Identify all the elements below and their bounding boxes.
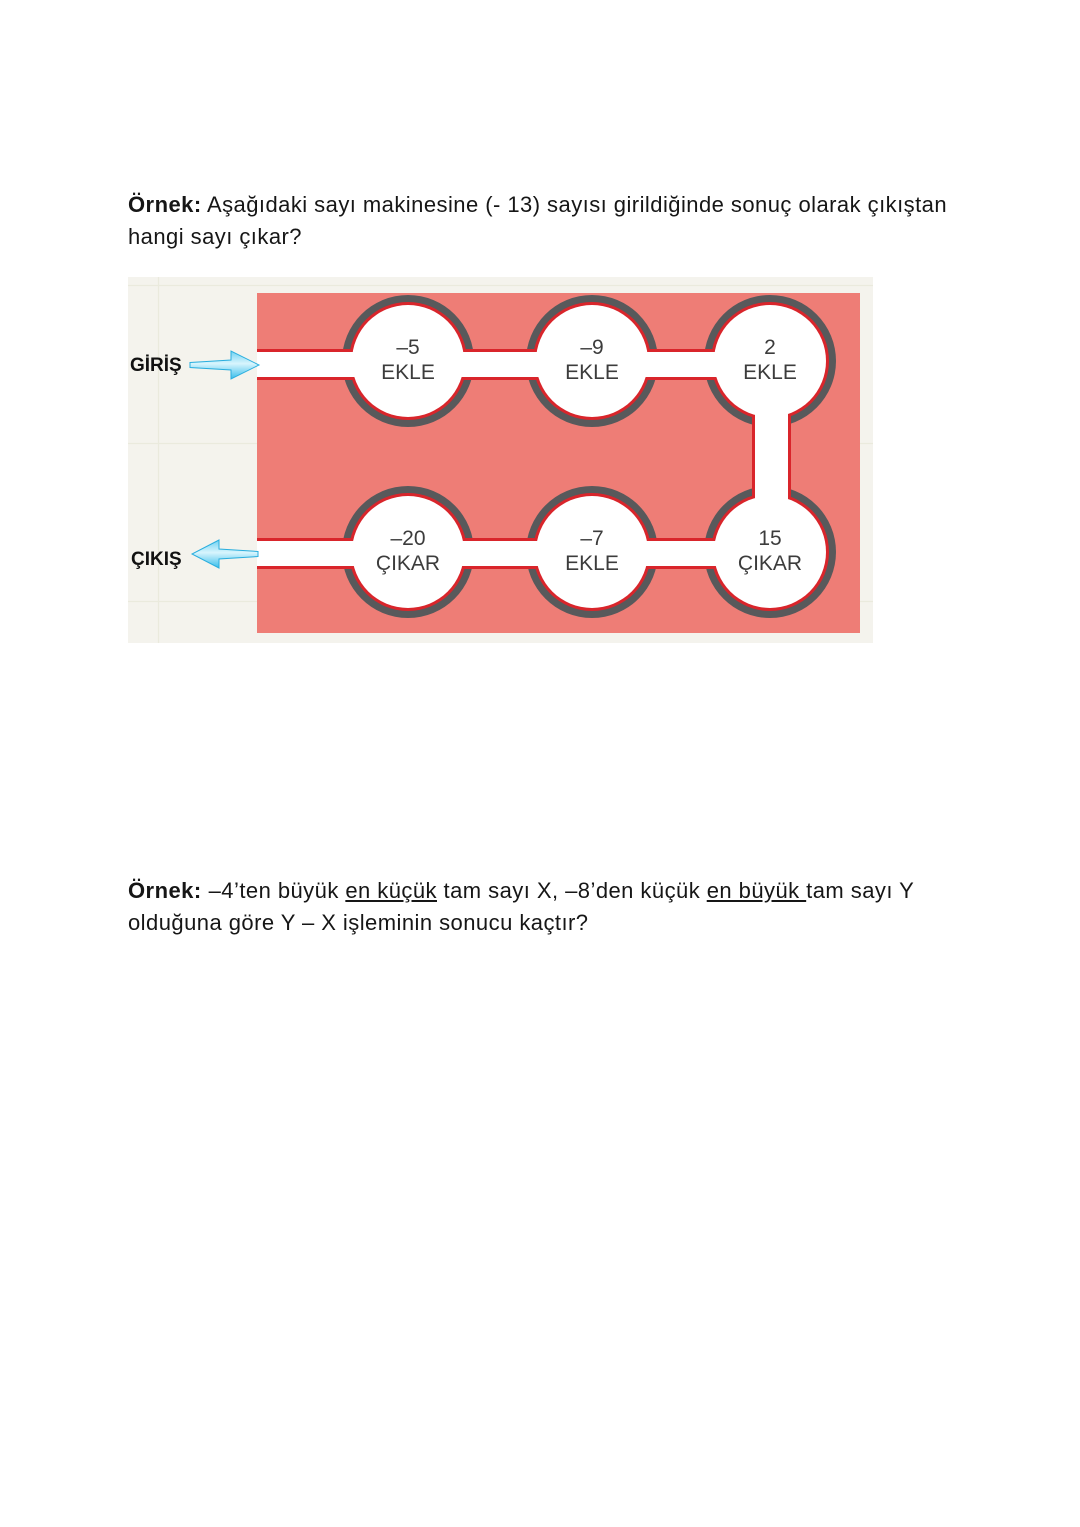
example1-line1: Örnek: Aşağıdaki sayı makinesine (- 13) … — [128, 192, 948, 217]
example1-line2: hangi sayı çıkar? — [128, 224, 302, 249]
station1-op: EKLE — [381, 361, 435, 384]
example2-question: Örnek:–4’ten büyük en küçük tam sayı X, … — [128, 875, 1018, 939]
station3-value: 2 — [764, 336, 776, 359]
example2-line2: olduğuna göre Y – X işleminin sonucu kaç… — [128, 910, 589, 935]
example1-question: Örnek: Aşağıdaki sayı makinesine (- 13) … — [128, 189, 1018, 253]
number-machine-diagram: –5 EKLE –9 EKLE 2 EKLE –20 ÇIKAR –7 EKLE… — [128, 277, 873, 643]
station6-op: ÇIKAR — [738, 552, 802, 575]
example1-label: Örnek: — [128, 192, 202, 217]
station2-op: EKLE — [565, 361, 619, 384]
station2-value: –9 — [580, 336, 603, 359]
station4-value: –20 — [390, 527, 425, 550]
example2-underline2: en büyük — [706, 878, 807, 903]
example2-line1: Örnek:–4’ten büyük en küçük tam sayı X, … — [128, 878, 915, 903]
station4-op: ÇIKAR — [376, 552, 440, 575]
example2-underline1: en küçük — [345, 878, 437, 903]
station-labels: –5 EKLE –9 EKLE 2 EKLE –20 ÇIKAR –7 EKLE… — [376, 336, 802, 575]
input-label: GİRİŞ — [130, 355, 182, 376]
output-label: ÇIKIŞ — [131, 549, 182, 570]
input-arrow-icon — [189, 350, 261, 380]
output-arrow-icon — [190, 539, 259, 569]
example2-label: Örnek: — [128, 878, 202, 903]
station5-op: EKLE — [565, 552, 619, 575]
station3-op: EKLE — [743, 361, 797, 384]
station6-value: 15 — [758, 527, 781, 550]
station1-value: –5 — [396, 336, 419, 359]
station-interiors — [352, 305, 826, 608]
station5-value: –7 — [580, 527, 603, 550]
